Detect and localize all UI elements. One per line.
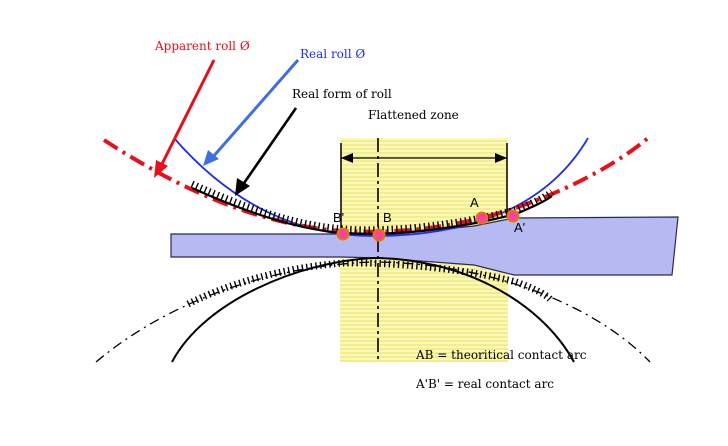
apparent-roll-pointer — [158, 59, 216, 169]
real-form-label: Real form of roll — [292, 87, 392, 101]
real-roll-arrowhead — [203, 150, 219, 166]
real-form-pointer — [240, 107, 298, 187]
contact-point-b-prime — [336, 227, 350, 241]
dimension-arrow-left — [341, 153, 353, 163]
real-roll-pointer — [210, 59, 300, 159]
legend-a-prime-b-prime: A'B' = real contact arc — [415, 377, 554, 391]
point-b-label: B — [383, 210, 392, 225]
real-form-arrowhead — [235, 178, 250, 196]
contact-point-a-prime — [506, 209, 520, 223]
apparent-roll-lower-arc — [95, 261, 651, 363]
contact-point-a — [475, 211, 489, 225]
apparent-roll-arrowhead — [154, 160, 168, 178]
real-form-upper-hatch — [190, 180, 555, 234]
legend-ab: AB = theoritical contact arc — [415, 348, 587, 362]
real-roll-label: Real roll Ø — [300, 47, 365, 61]
flattened-zone-label: Flattened zone — [368, 108, 459, 122]
dimension-arrow-right — [495, 153, 507, 163]
contact-point-b — [372, 228, 386, 242]
point-a-label: A — [470, 195, 479, 210]
point-a-prime-label: A' — [514, 220, 525, 235]
real-form-lower-arc — [171, 256, 575, 363]
real-roll-arc — [173, 137, 589, 237]
real-form-upper-arc — [191, 186, 553, 235]
point-b-prime-label: B' — [333, 210, 344, 225]
apparent-roll-label: Apparent roll Ø — [154, 39, 250, 53]
